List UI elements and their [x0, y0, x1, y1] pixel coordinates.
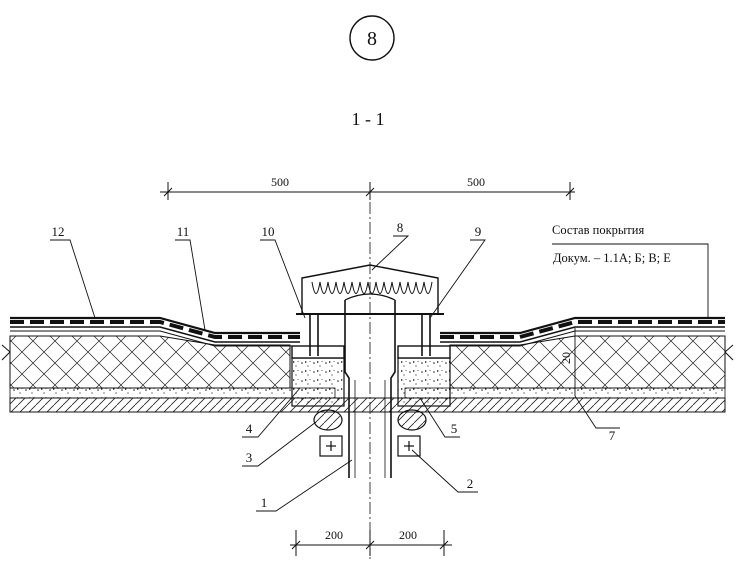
callout-9: 9	[475, 224, 482, 239]
concrete-block-right	[397, 357, 451, 407]
anchor-bolts	[309, 314, 431, 356]
callout-1: 1	[261, 495, 268, 510]
concrete-block-left	[291, 357, 345, 407]
top-dimension	[160, 182, 575, 200]
dim-bottom-right: 200	[399, 528, 417, 542]
insulation-right	[449, 335, 726, 389]
callout-3: 3	[246, 450, 253, 465]
break-lines	[1, 344, 734, 361]
roof-membrane	[10, 316, 725, 347]
callout-10: 10	[262, 224, 275, 239]
callout-8: 8	[397, 220, 404, 235]
callout-12: 12	[52, 224, 65, 239]
roof-note-heading: Состав покрытия	[552, 223, 644, 237]
bottom-dimension	[290, 530, 452, 556]
callout-4: 4	[246, 421, 253, 436]
vent-pipe	[344, 293, 396, 478]
sheet-number: 8	[367, 28, 377, 50]
insulation-left	[9, 335, 291, 389]
flange-plates	[291, 345, 451, 359]
dim-bottom-left: 200	[325, 528, 343, 542]
callout-2: 2	[467, 476, 474, 491]
pipe-clamps	[319, 435, 421, 457]
section-title: 1 - 1	[352, 109, 385, 129]
callout-5: 5	[451, 421, 458, 436]
callout-11: 11	[177, 224, 190, 239]
concrete-slab	[9, 397, 726, 413]
screed-left	[9, 387, 336, 399]
dim-top-right: 500	[467, 175, 485, 189]
callout-7: 7	[609, 428, 616, 443]
roof-note-reference: Докум. – 1.1А; Б; В; Е	[553, 251, 671, 265]
sealing-rings	[313, 409, 427, 431]
dim-top-left: 500	[271, 175, 289, 189]
dim-slope-gap: 20	[559, 352, 573, 364]
screed-right	[404, 387, 726, 399]
sheet-number-marker: 8	[349, 15, 395, 61]
leader-lines	[50, 235, 709, 512]
